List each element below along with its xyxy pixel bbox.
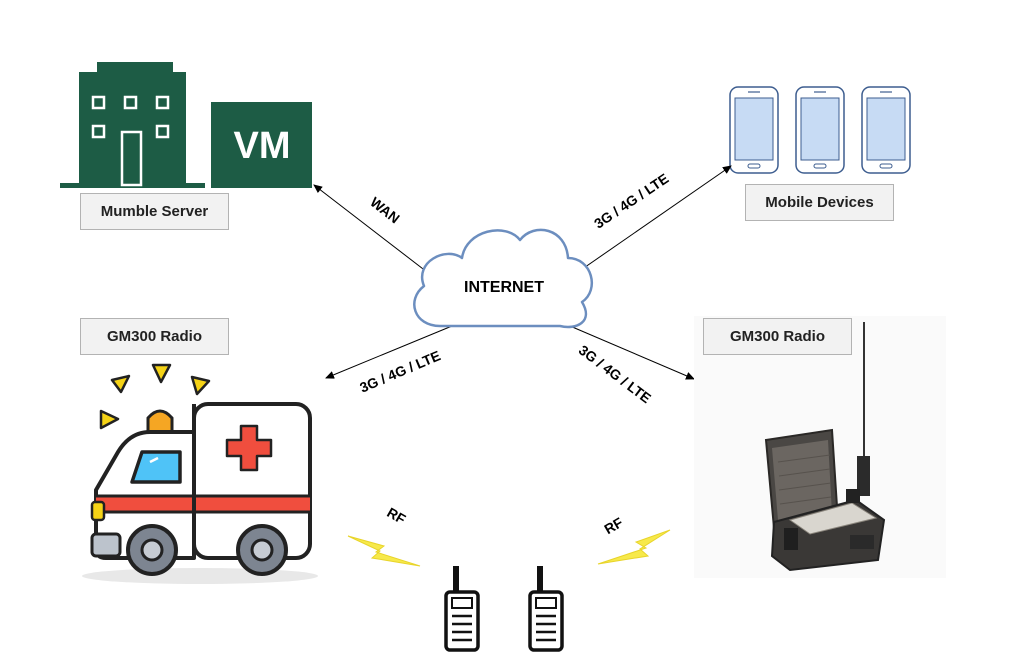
- rf-right-label: RF: [601, 514, 626, 537]
- lightning-icon: [347, 535, 421, 567]
- mobile-link-label: 3G / 4G / LTE: [591, 170, 671, 231]
- gm300-radio-left-label: GM300 Radio: [80, 318, 229, 355]
- smartphone-icon: [795, 86, 845, 174]
- mobile-phones: [729, 86, 911, 174]
- radio-case-icon: [694, 316, 946, 578]
- left-link-label: 3G / 4G / LTE: [357, 347, 443, 395]
- right-radio-arrow: [569, 325, 695, 380]
- vm-icon: VM: [211, 102, 312, 188]
- right-link-label: 3G / 4G / LTE: [576, 342, 654, 407]
- cloud-icon: INTERNET: [413, 228, 593, 329]
- smartphone-icon: [861, 86, 911, 174]
- left-radio-arrow: [325, 325, 453, 379]
- internet-label: INTERNET: [464, 279, 544, 296]
- lightning-icon: [597, 529, 671, 565]
- walkie-talkie-icon: [528, 566, 564, 652]
- vm-text: VM: [234, 125, 291, 167]
- mumble-server-label: Mumble Server: [80, 193, 229, 230]
- gm300-radio-right-label: GM300 Radio: [703, 318, 852, 355]
- wan-label: WAN: [367, 194, 403, 227]
- mobile-arrow: [577, 165, 732, 273]
- connections: [313, 165, 732, 380]
- mobile-devices-label: Mobile Devices: [745, 184, 894, 221]
- building-icon: [60, 62, 205, 188]
- walkie-talkie-icon: [444, 566, 480, 652]
- ambulance-icon: [82, 363, 318, 584]
- wan-arrow: [313, 184, 428, 273]
- smartphone-icon: [729, 86, 779, 174]
- rf-left-label: RF: [384, 504, 409, 527]
